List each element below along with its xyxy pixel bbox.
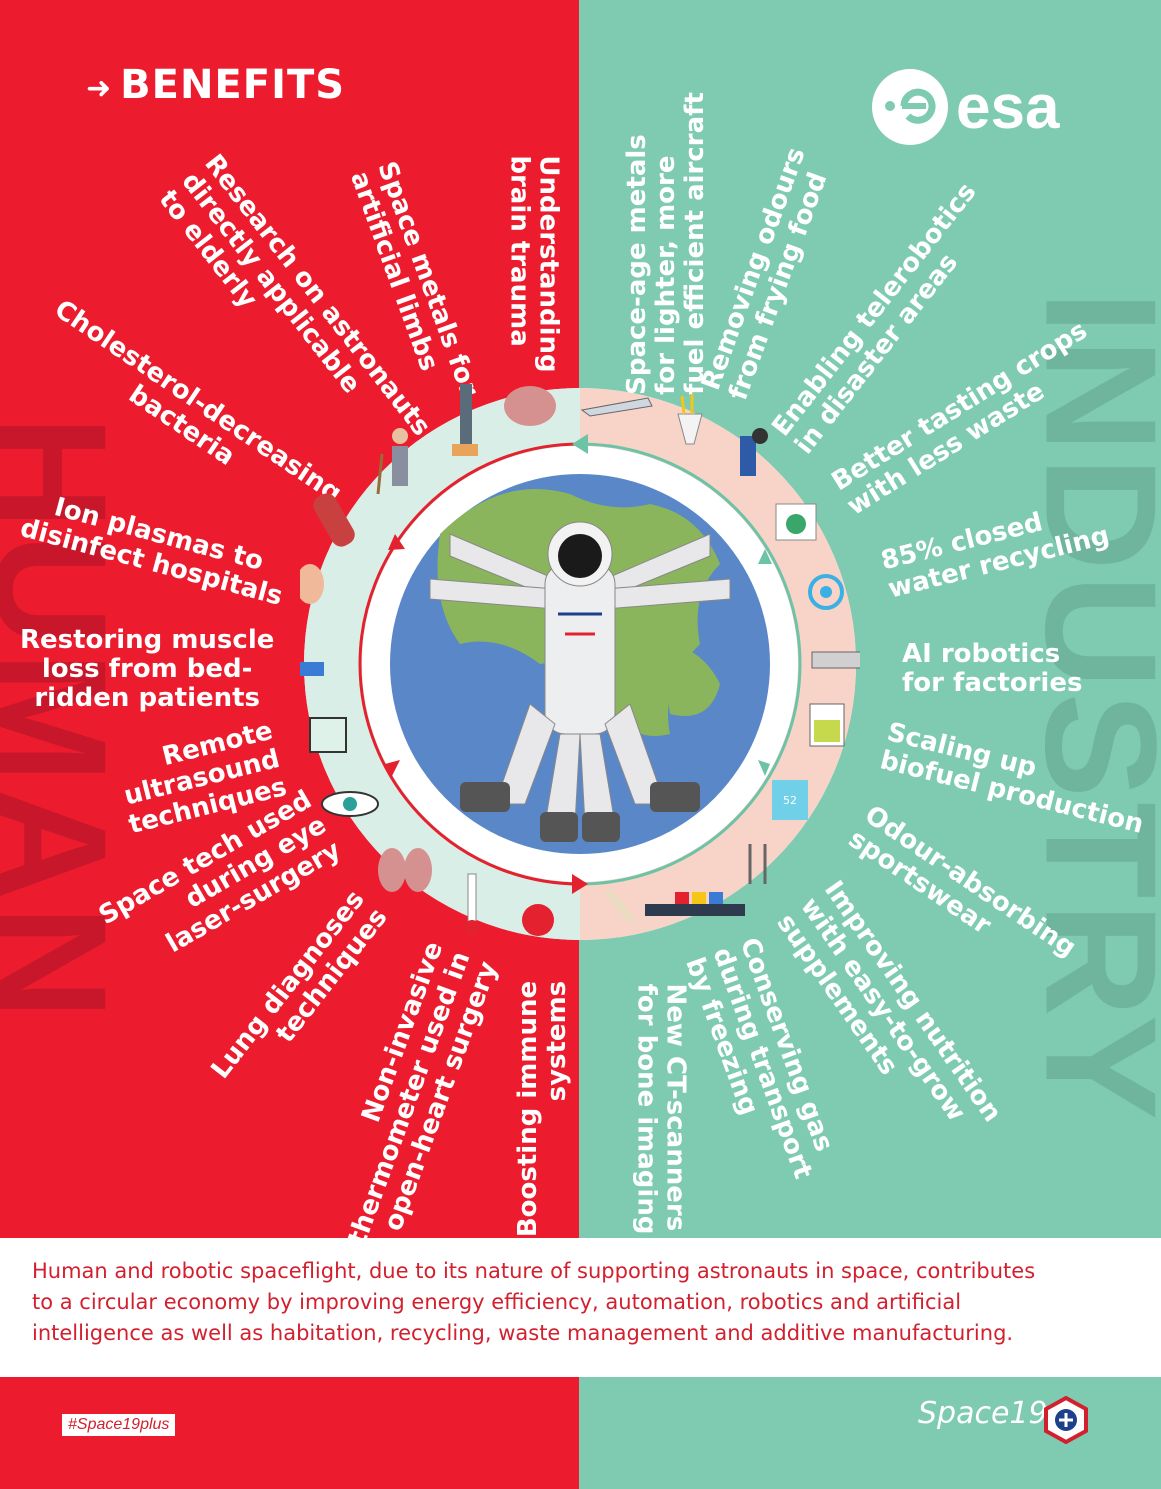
footer-line: Human and robotic spaceflight, due to it… [32, 1259, 1036, 1283]
fries-icon [677, 394, 703, 445]
thermometer-icon [464, 873, 480, 936]
footer-text: Human and robotic spaceflight, due to it… [32, 1256, 1142, 1349]
teal-cycle-arrow [579, 442, 802, 886]
bone-icon [604, 888, 636, 924]
hand-washing-icon [300, 564, 324, 604]
airplane-icon [580, 397, 653, 417]
eye-icon [321, 791, 379, 817]
tshirt-icon: 52 [772, 780, 808, 820]
esa-logo-e [900, 88, 936, 124]
robot-arm-icon [740, 428, 768, 476]
spoon-fork-icon [748, 844, 767, 884]
space19-plus-icon [1044, 1396, 1088, 1444]
cargo-ship-icon [645, 892, 745, 916]
arrow-right-icon: ➜ [86, 71, 113, 106]
elderly-person-icon [376, 428, 408, 495]
space19-brand: Space19 [918, 1396, 1048, 1431]
footer-band [0, 1238, 1161, 1377]
footer-line: intelligence as well as habitation, recy… [32, 1321, 1014, 1345]
esa-logo: esa [872, 69, 1060, 145]
greenhouse-icon [775, 503, 817, 541]
helmet-visor [558, 534, 602, 578]
biofuel-tank-icon [809, 703, 845, 747]
lungs-icon [378, 848, 432, 892]
esa-logo-text: esa [956, 73, 1060, 142]
astronaut-icon [429, 521, 731, 842]
prosthetic-leg-icon [452, 384, 478, 456]
brain-icon [504, 386, 556, 426]
hospital-bed-icon [300, 662, 324, 676]
ultrasound-icon [309, 717, 347, 753]
water-recycle-icon [808, 574, 844, 610]
virus-icon [522, 904, 554, 936]
central-circle: 52 [300, 384, 860, 940]
esa-logo-dot [885, 101, 895, 111]
page-title-text: BENEFITS [120, 62, 346, 108]
red-cycle-arrow [358, 442, 581, 886]
boot-icon [460, 782, 510, 812]
router-icon [811, 651, 860, 669]
hashtag-badge: #Space19plus [62, 1414, 176, 1436]
tshirt-number: 52 [783, 794, 797, 807]
footer-line: to a circular economy by improving energ… [32, 1290, 962, 1314]
page-title: ➜BENEFITS [86, 62, 345, 108]
blood-vessel-icon [313, 493, 355, 547]
